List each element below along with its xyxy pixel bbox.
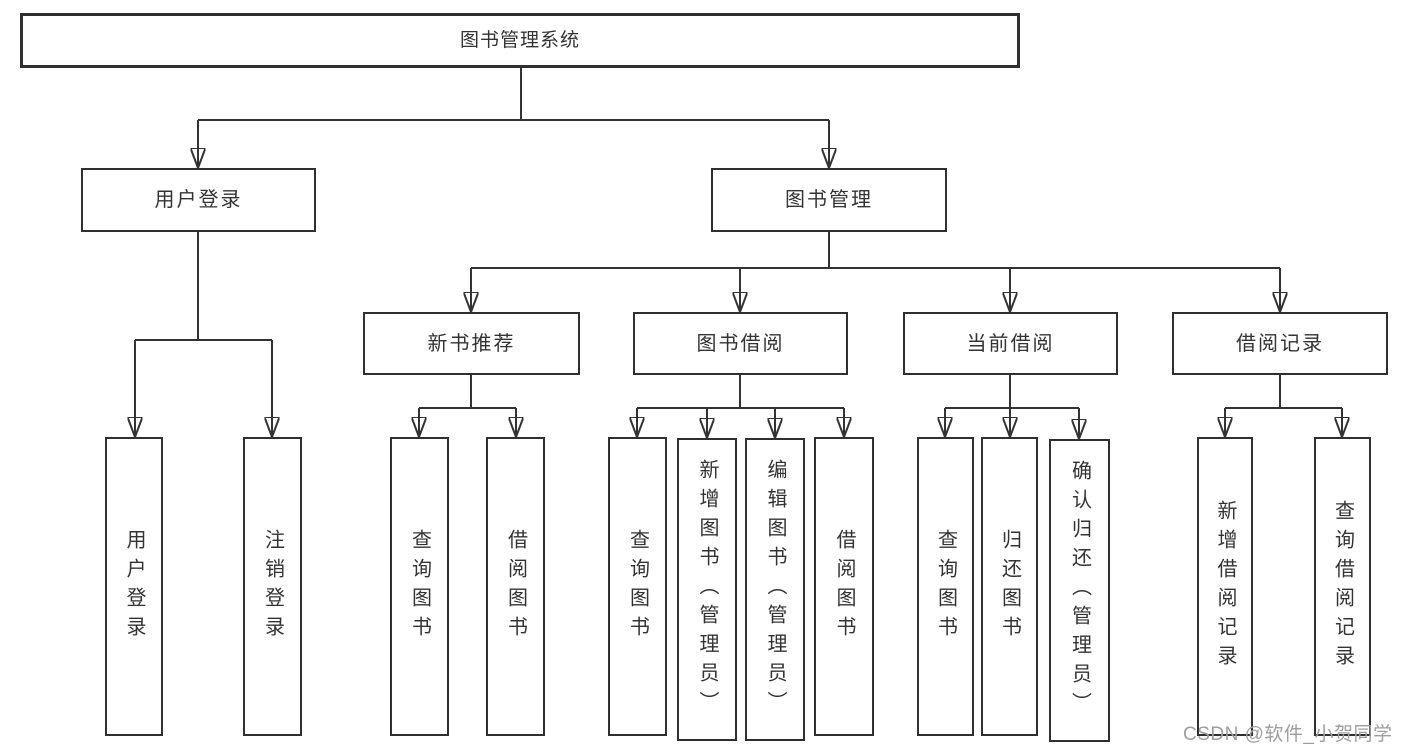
node-label: 图书管理系统 — [459, 30, 580, 51]
node-label: 新增借阅记录 — [1214, 499, 1236, 674]
leaf-logout: 注销登录 — [243, 437, 302, 736]
node-new-book-recommend: 新书推荐 — [363, 312, 580, 375]
node-label: 用户登录 — [123, 528, 145, 645]
node-user-login: 用户登录 — [81, 168, 316, 232]
leaf-user-login: 用户登录 — [105, 437, 163, 736]
node-label: 归还图书 — [998, 528, 1021, 645]
leaf-query-books-current: 查询图书 — [917, 437, 974, 736]
node-label: 新书推荐 — [427, 332, 516, 355]
node-label: 借阅图书 — [833, 528, 855, 645]
leaf-query-borrow-record: 查询借阅记录 — [1314, 437, 1371, 736]
node-library-system: 图书管理系统 — [20, 13, 1020, 68]
node-label: 借阅记录 — [1236, 332, 1324, 355]
node-label: 查询图书 — [626, 528, 649, 645]
leaf-return-books: 归还图书 — [981, 437, 1038, 736]
leaf-query-books-recommend: 查询图书 — [390, 437, 449, 736]
leaf-confirm-return-admin: 确认归还（管理员） — [1049, 439, 1110, 742]
node-label: 查询借阅记录 — [1331, 499, 1354, 674]
node-label: 查询图书 — [934, 528, 957, 645]
node-label: 借阅图书 — [504, 528, 527, 645]
node-label: 当前借阅 — [966, 332, 1055, 355]
connector-bus — [135, 68, 1342, 409]
node-label: 图书管理 — [785, 189, 873, 211]
node-label: 注销登录 — [261, 528, 284, 645]
node-label: 查询图书 — [408, 528, 431, 645]
leaf-borrow-books: 借阅图书 — [814, 437, 874, 736]
leaf-add-books-admin: 新增图书（管理员） — [677, 438, 737, 741]
node-current-borrowing: 当前借阅 — [903, 312, 1118, 375]
leaf-add-borrow-record: 新增借阅记录 — [1197, 437, 1253, 736]
leaf-query-books-borrow: 查询图书 — [608, 437, 667, 736]
leaf-edit-books-admin: 编辑图书（管理员） — [745, 438, 805, 741]
node-label: 用户登录 — [154, 189, 243, 211]
node-label: 编辑图书（管理员） — [764, 459, 786, 720]
node-book-management: 图书管理 — [711, 168, 947, 232]
node-label: 图书借阅 — [696, 332, 785, 355]
node-label: 新增图书（管理员） — [696, 459, 718, 720]
leaf-borrow-books-recommend: 借阅图书 — [486, 437, 545, 736]
node-book-borrowing: 图书借阅 — [633, 312, 848, 375]
node-label: 确认归还（管理员） — [1068, 460, 1091, 721]
csdn-watermark: CSDN @软件_小贺同学 — [1183, 724, 1393, 745]
node-borrow-records: 借阅记录 — [1172, 312, 1388, 375]
